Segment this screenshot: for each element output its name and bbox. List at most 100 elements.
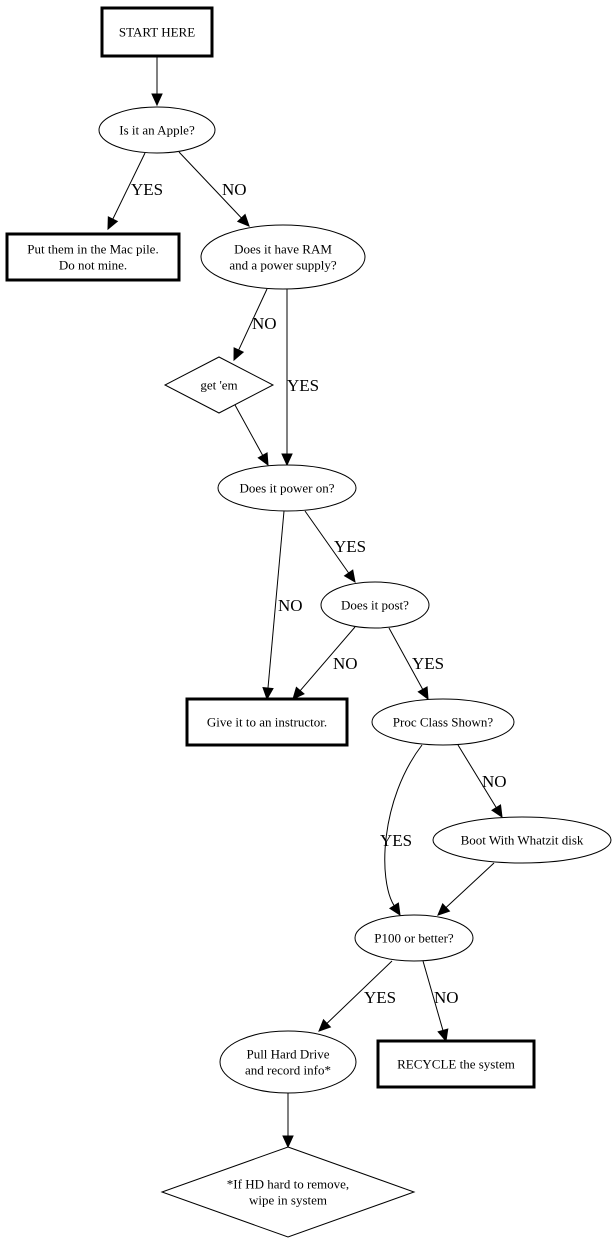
node-instructor: Give it to an instructor. bbox=[185, 697, 349, 747]
arrowhead-icon bbox=[151, 93, 163, 107]
node-label: *If HD hard to remove, bbox=[227, 1177, 349, 1192]
arrowhead-icon bbox=[282, 1135, 294, 1149]
node-whatzit: Boot With Whatzit disk bbox=[432, 816, 612, 864]
edge-ram_psu-to-power_on: YES bbox=[281, 289, 319, 467]
edge-label: YES bbox=[334, 537, 366, 556]
ellipse-shape bbox=[200, 224, 366, 290]
edge-apple-to-ram_psu: NO bbox=[178, 151, 250, 227]
edge-start-to-apple bbox=[151, 56, 163, 107]
edge-post-to-instructor: NO bbox=[292, 626, 358, 700]
arrowhead-icon bbox=[233, 347, 245, 362]
edge-line bbox=[299, 626, 356, 691]
node-power-on: Does it power on? bbox=[217, 464, 357, 512]
edge-line bbox=[304, 510, 350, 574]
node-label: Is it an Apple? bbox=[119, 123, 195, 138]
arrowhead-icon bbox=[107, 216, 119, 231]
edge-line bbox=[178, 151, 242, 219]
edge-label: NO bbox=[278, 596, 303, 615]
edge-line bbox=[445, 862, 495, 908]
edge-label: NO bbox=[222, 180, 247, 199]
node-label: P100 or better? bbox=[374, 931, 454, 946]
edge-p100-to-recycle: NO bbox=[422, 960, 459, 1043]
box-shape bbox=[185, 697, 349, 747]
arrowhead-icon bbox=[281, 453, 293, 467]
edge-label: YES bbox=[131, 180, 163, 199]
node-p100: P100 or better? bbox=[354, 914, 474, 962]
ellipse-shape bbox=[432, 816, 612, 864]
edge-line bbox=[238, 288, 268, 351]
arrowhead-icon bbox=[343, 569, 356, 583]
diamond-shape bbox=[160, 1146, 416, 1238]
node-label: Does it power on? bbox=[240, 481, 335, 496]
arrowhead-icon bbox=[318, 1018, 332, 1032]
node-post: Does it post? bbox=[320, 581, 430, 629]
diamond-shape bbox=[163, 356, 275, 414]
ellipse-shape bbox=[371, 698, 515, 746]
node-mac-pile: Put them in the Mac pile.Do not mine. bbox=[5, 232, 181, 282]
edge-line bbox=[267, 510, 285, 689]
node-label: get 'em bbox=[200, 378, 237, 393]
edge-pull_hd-to-footnote bbox=[282, 1093, 294, 1149]
node-label: Do not mine. bbox=[59, 258, 127, 273]
edge-ram_psu-to-get_em: NO bbox=[233, 288, 277, 362]
box-shape bbox=[5, 232, 181, 282]
edge-label: NO bbox=[434, 988, 459, 1007]
node-label: wipe in system bbox=[249, 1193, 327, 1208]
ellipse-shape bbox=[217, 464, 357, 512]
arrowhead-icon bbox=[417, 686, 429, 701]
node-footnote: *If HD hard to remove,wipe in system bbox=[160, 1146, 416, 1238]
node-label: Does it post? bbox=[341, 598, 409, 613]
node-label: RECYCLE the system bbox=[397, 1057, 515, 1072]
ellipse-shape bbox=[98, 106, 216, 154]
node-label: and a power supply? bbox=[229, 258, 336, 273]
edge-label: YES bbox=[364, 988, 396, 1007]
edge-label: YES bbox=[287, 376, 319, 395]
edge-line bbox=[388, 627, 424, 690]
edge-label: NO bbox=[252, 314, 277, 333]
arrowhead-icon bbox=[257, 452, 269, 467]
edge-label: NO bbox=[333, 654, 358, 673]
arrowhead-icon bbox=[437, 1028, 449, 1043]
node-label: Give it to an instructor. bbox=[207, 715, 327, 730]
edge-power_on-to-instructor: NO bbox=[262, 510, 303, 701]
ellipse-shape bbox=[320, 581, 430, 629]
node-proc-class: Proc Class Shown? bbox=[371, 698, 515, 746]
edge-label: NO bbox=[482, 772, 507, 791]
node-label: START HERE bbox=[119, 25, 195, 40]
edge-whatzit-to-p100 bbox=[437, 862, 495, 916]
box-shape bbox=[100, 6, 214, 58]
edge-proc_class-to-p100: YES bbox=[380, 744, 423, 917]
node-label: Pull Hard Drive bbox=[246, 1047, 329, 1062]
edge-proc_class-to-whatzit: NO bbox=[457, 744, 507, 819]
edge-line bbox=[422, 960, 444, 1031]
node-label: and record info* bbox=[245, 1063, 331, 1078]
arrowhead-icon bbox=[292, 686, 305, 700]
node-apple: Is it an Apple? bbox=[98, 106, 216, 154]
edge-label: YES bbox=[380, 831, 412, 850]
arrowhead-icon bbox=[491, 804, 503, 819]
node-label: Boot With Whatzit disk bbox=[461, 833, 584, 848]
arrowhead-icon bbox=[388, 902, 401, 917]
edge-line bbox=[384, 744, 423, 906]
edge-line bbox=[457, 744, 497, 808]
node-label: Put them in the Mac pile. bbox=[27, 242, 158, 257]
arrowhead-icon bbox=[437, 902, 451, 916]
node-label: Proc Class Shown? bbox=[393, 715, 494, 730]
edge-label: YES bbox=[412, 654, 444, 673]
node-get-em: get 'em bbox=[163, 356, 275, 414]
edge-p100-to-pull_hd: YES bbox=[318, 960, 396, 1032]
edge-line bbox=[112, 152, 146, 220]
arrowhead-icon bbox=[262, 687, 274, 701]
edge-apple-to-mac_pile: YES bbox=[107, 152, 163, 231]
ellipse-shape bbox=[219, 1030, 357, 1094]
edge-line bbox=[326, 960, 393, 1024]
edge-power_on-to-post: YES bbox=[304, 510, 366, 583]
node-start: START HERE bbox=[100, 6, 214, 58]
edge-get_em-to-power_on bbox=[234, 404, 269, 467]
node-label: Does it have RAM bbox=[234, 242, 332, 257]
node-recycle: RECYCLE the system bbox=[376, 1039, 536, 1089]
ellipse-shape bbox=[354, 914, 474, 962]
